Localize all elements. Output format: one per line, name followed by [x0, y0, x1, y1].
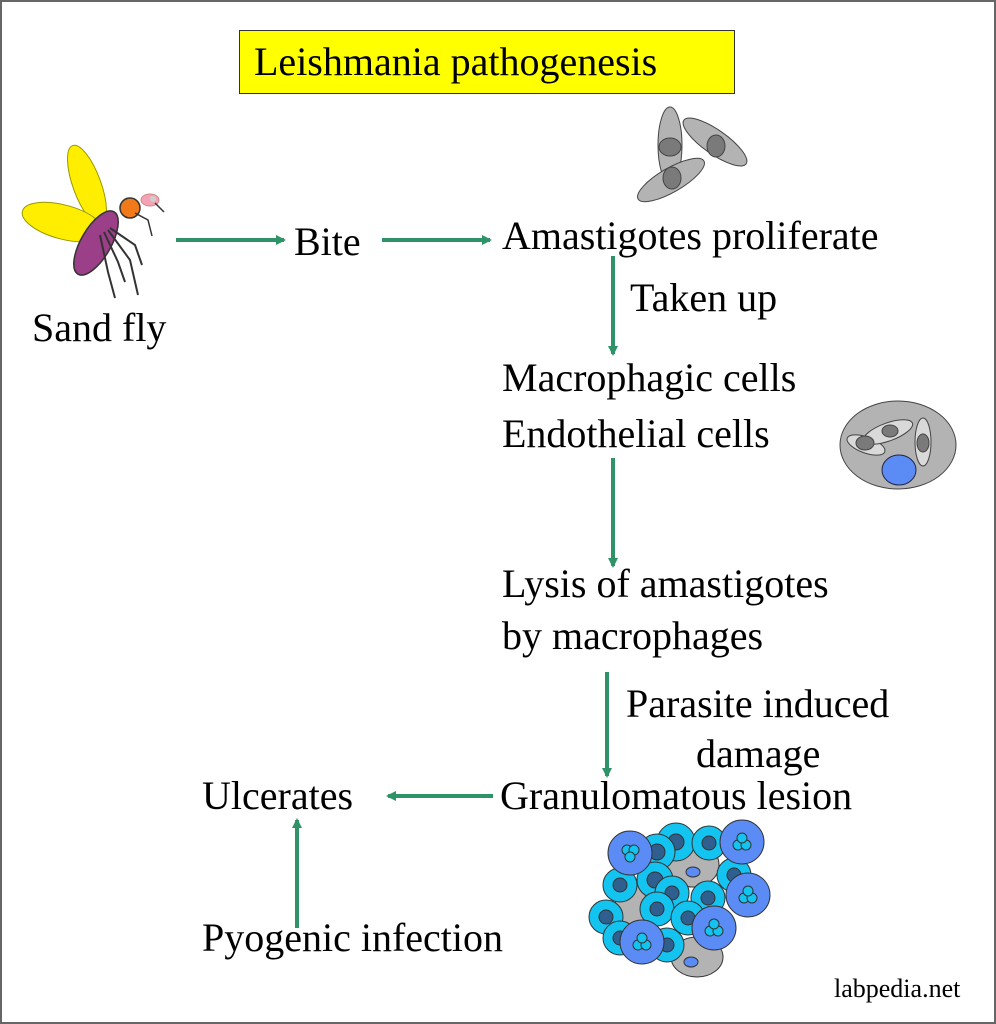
node-lysis-line1: Lysis of amastigotes	[502, 561, 829, 606]
node-ulcerates: Ulcerates	[202, 773, 354, 818]
granuloma-illustration	[588, 819, 771, 978]
fly-body	[73, 210, 119, 276]
edge-label-parasite-line2: damage	[696, 731, 821, 776]
fly-head	[119, 197, 141, 219]
macrophage-illustration	[839, 400, 957, 490]
diagram-title: Leishmania pathogenesis	[254, 39, 658, 84]
edge-label-parasite-line1: Parasite induced	[626, 681, 890, 726]
node-bite: Bite	[294, 219, 361, 264]
fly-legs	[99, 227, 143, 299]
node-endothelial: Endothelial cells	[502, 411, 770, 456]
node-granulomatous: Granulomatous lesion	[500, 773, 853, 818]
sand-fly-illustration	[21, 144, 165, 299]
fly-antenna	[134, 202, 165, 237]
amastigotes-illustration	[637, 106, 748, 203]
node-sand-fly: Sand fly	[32, 305, 167, 350]
node-lysis-line2: by macrophages	[502, 613, 764, 658]
node-pyogenic: Pyogenic infection	[202, 915, 504, 960]
edge-label-taken-up: Taken up	[630, 275, 778, 320]
node-macrophagic: Macrophagic cells	[502, 355, 797, 400]
flow-arrows	[176, 235, 618, 928]
node-amastigotes: Amastigotes proliferate	[502, 213, 879, 258]
watermark: labpedia.net	[834, 974, 961, 1003]
title-box: Leishmania pathogenesis	[239, 30, 735, 94]
